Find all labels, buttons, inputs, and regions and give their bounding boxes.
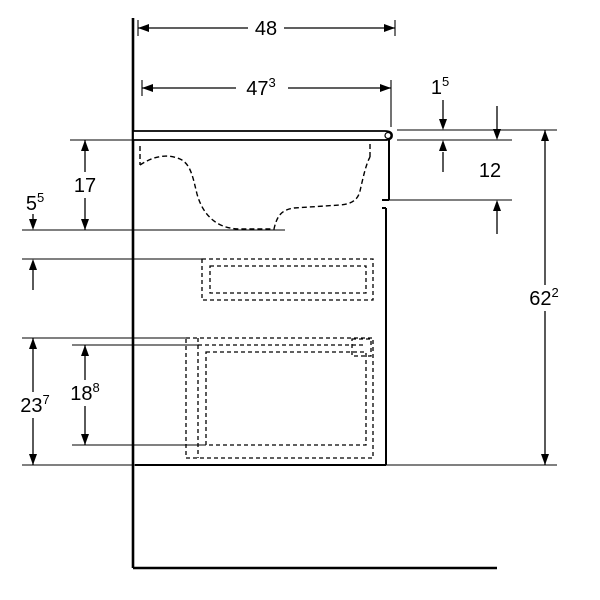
dim-overall-width: 48: [138, 16, 395, 40]
arrowhead-right-icon: [380, 84, 391, 92]
lower-drawer-hidden: [185, 337, 374, 459]
arrowhead-down-icon: [541, 454, 549, 465]
dim-inner-width: 473: [142, 75, 391, 100]
label-backing: [248, 16, 284, 40]
arrowhead-down-icon: [81, 434, 89, 445]
upper-drawer-inner-box: [209, 265, 367, 294]
slab-profile: [132, 130, 393, 141]
dim-drawer-inner-height-label: 188: [70, 380, 99, 405]
dim-apron-height-label: 12: [479, 160, 501, 182]
label-backing: [13, 392, 57, 418]
arrowhead-up-icon: [81, 345, 89, 356]
arrowhead-down-icon: [29, 454, 37, 465]
slab-edge-circle: [384, 131, 392, 140]
dim-inner-width-label: 473: [246, 75, 275, 100]
dim-gap-below-basin-label: 55: [26, 190, 44, 215]
upper-drawer-hidden: [201, 258, 374, 301]
label-backing: [521, 285, 569, 311]
arrowhead-up-icon: [81, 140, 89, 151]
arrowhead-up-icon: [493, 200, 501, 211]
arrowhead-up-icon: [29, 259, 37, 270]
dim-basin-depth-label: 17: [74, 175, 96, 197]
lower-drawer-outer-box: [185, 337, 374, 459]
arrowhead-right-icon: [384, 24, 395, 32]
arrowhead-down-icon: [81, 219, 89, 230]
upper-drawer-outer-box: [201, 258, 374, 301]
dim-apron-height: 12: [479, 106, 501, 234]
arrowhead-up-icon: [541, 130, 549, 141]
drawer-rail-box: [351, 338, 372, 357]
arrowhead-up-icon: [439, 140, 447, 151]
dim-gap-below-basin: 55: [26, 190, 44, 290]
dim-slab-thickness-label: 15: [431, 74, 449, 99]
basin-bowl-hidden: [139, 144, 371, 230]
dim-overall-height-label: 622: [529, 285, 558, 310]
dim-basin-depth: 17: [67, 140, 103, 230]
label-backing: [67, 172, 103, 198]
dim-drawer-outer-height-label: 237: [20, 392, 49, 417]
dim-overall-height: 622: [521, 130, 569, 465]
arrowhead-down-icon: [29, 219, 37, 230]
dim-drawer-inner-height: 188: [62, 345, 108, 445]
dim-overall-width-label: 48: [255, 18, 277, 40]
arrowhead-down-icon: [493, 129, 501, 140]
dim-slab-thickness: 15: [431, 74, 449, 172]
wall-and-floor: [131, 18, 497, 570]
arrowhead-left-icon: [138, 24, 149, 32]
washbasin-slab: [132, 130, 393, 141]
dim-drawer-outer-height: 237: [13, 338, 57, 465]
label-backing: [236, 76, 288, 100]
basin-bowl-outline: [139, 155, 371, 230]
label-backing: [62, 380, 108, 406]
lower-drawer-inner-box: [205, 351, 367, 446]
arrowhead-down-icon: [439, 119, 447, 130]
arrowhead-up-icon: [29, 338, 37, 349]
cabinet-body: [135, 140, 390, 466]
arrowhead-left-icon: [142, 84, 153, 92]
